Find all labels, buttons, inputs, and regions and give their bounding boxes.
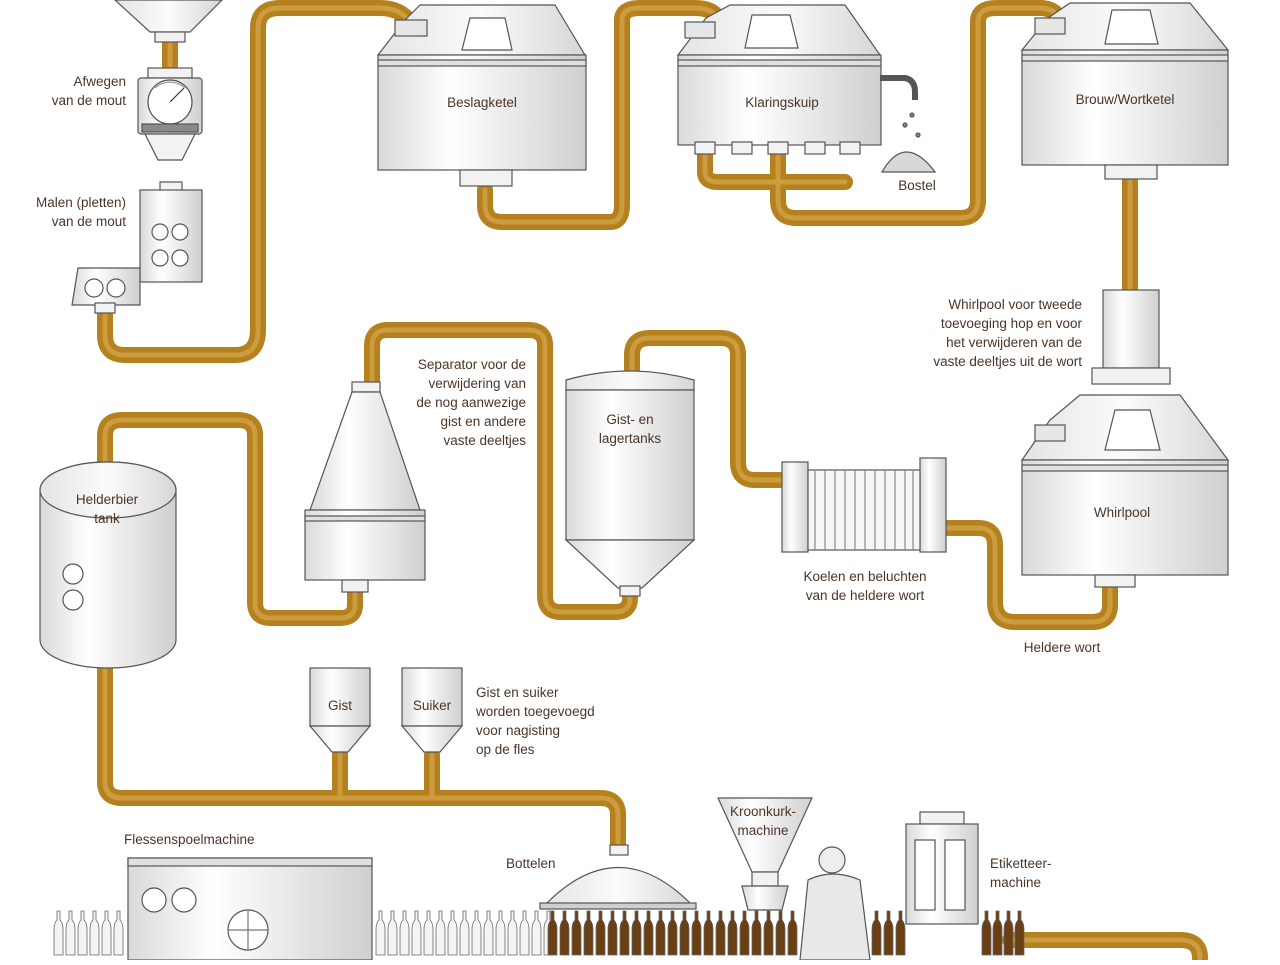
bottle-icon	[53, 910, 64, 956]
bottle-icon	[89, 910, 100, 956]
bottle-icon	[571, 910, 582, 956]
bottle-icon	[447, 910, 458, 956]
cooler-unit	[781, 457, 947, 553]
suiker-hopper	[400, 667, 464, 753]
bottle-icon	[435, 910, 446, 956]
bottle-icon	[507, 910, 518, 956]
bottle-icon	[113, 910, 124, 956]
scale-icon	[137, 67, 203, 161]
bottle-icon	[643, 910, 654, 956]
flessenspoelmachine	[127, 857, 373, 961]
monk-figure	[799, 846, 871, 961]
mill-icon	[71, 181, 203, 314]
bottle-icon	[77, 910, 88, 956]
bottle-icon	[483, 910, 494, 956]
label-bottelen: Bottelen	[506, 856, 556, 871]
bottle-icon	[655, 910, 666, 956]
bottle-icon	[883, 910, 894, 956]
bottle-icon	[895, 910, 906, 956]
bottle-icon	[531, 910, 542, 956]
pipes	[97, 0, 1208, 965]
label-klaringskuip: Klaringskuip	[745, 95, 819, 110]
bottle-icon	[459, 910, 470, 956]
label-etiketteer: Etiketteer-machine	[990, 856, 1052, 890]
label-gist: Gist	[327, 698, 352, 713]
bottle-icon	[763, 910, 774, 956]
bottle-icon	[751, 910, 762, 956]
gist-hopper	[308, 667, 372, 753]
label-beslagketel: Beslagketel	[447, 95, 517, 110]
bottle-icon	[775, 910, 786, 956]
bottle-icon	[992, 910, 1003, 956]
label-flessenspoel: Flessenspoelmachine	[124, 832, 255, 847]
beslagketel-vessel	[376, 4, 587, 187]
brouwketel-vessel	[1020, 2, 1230, 180]
bottle-icon	[65, 910, 76, 956]
bottle-icon	[679, 910, 690, 956]
bottle-icon	[787, 910, 798, 956]
kroonkurk-machine	[717, 797, 813, 911]
label-bostel: Bostel	[898, 178, 936, 193]
bottle-icon	[667, 910, 678, 956]
bottle-icon	[871, 910, 882, 956]
label-heldere-wort: Heldere wort	[1023, 640, 1101, 655]
label-kroonkurk: Kroonkurk-machine	[729, 804, 797, 838]
bottle-icon	[547, 910, 558, 956]
bottle-icon	[981, 910, 992, 956]
label-whirlpool: Whirlpool	[1093, 505, 1151, 520]
bottle-icon	[1003, 910, 1014, 956]
bottle-icon	[495, 910, 506, 956]
bottle-icon	[631, 910, 642, 956]
bottle-icon	[375, 910, 386, 956]
klaringskuip-vessel	[676, 4, 918, 155]
bottle-icon	[619, 910, 630, 956]
pipe-to-etiketteer	[1002, 932, 1208, 965]
label-malen: Malen (pletten)van de mout	[35, 195, 126, 229]
bottle-icon	[519, 910, 530, 956]
bottle-icon	[387, 910, 398, 956]
separator-vessel	[304, 381, 426, 593]
bottle-icon	[423, 910, 434, 956]
bottle-icon	[101, 910, 112, 956]
gist-lagertank-vessel	[564, 370, 696, 597]
bottle-icon	[411, 910, 422, 956]
bottle-icon	[1014, 910, 1025, 956]
label-brouwketel: Brouw/Wortketel	[1075, 92, 1175, 107]
whirlpool-vessel	[1020, 289, 1230, 588]
etiketteer-machine	[905, 811, 979, 925]
bostel-heap	[880, 112, 937, 173]
bottle-icon	[715, 910, 726, 956]
bottle-icon	[703, 910, 714, 956]
bottle-icon	[559, 910, 570, 956]
bottle-icon	[399, 910, 410, 956]
bottling-dome	[539, 844, 697, 910]
bottle-icon	[739, 910, 750, 956]
bottle-icon	[691, 910, 702, 956]
bottle-icon	[583, 910, 594, 956]
malt-silo-icon	[114, 0, 223, 43]
label-suiker: Suiker	[412, 698, 452, 713]
bottle-icon	[471, 910, 482, 956]
helderbier-tank	[39, 461, 177, 669]
bottle-icon	[727, 910, 738, 956]
bottle-rows	[53, 910, 1025, 956]
bottle-icon	[607, 910, 618, 956]
bottle-icon	[595, 910, 606, 956]
